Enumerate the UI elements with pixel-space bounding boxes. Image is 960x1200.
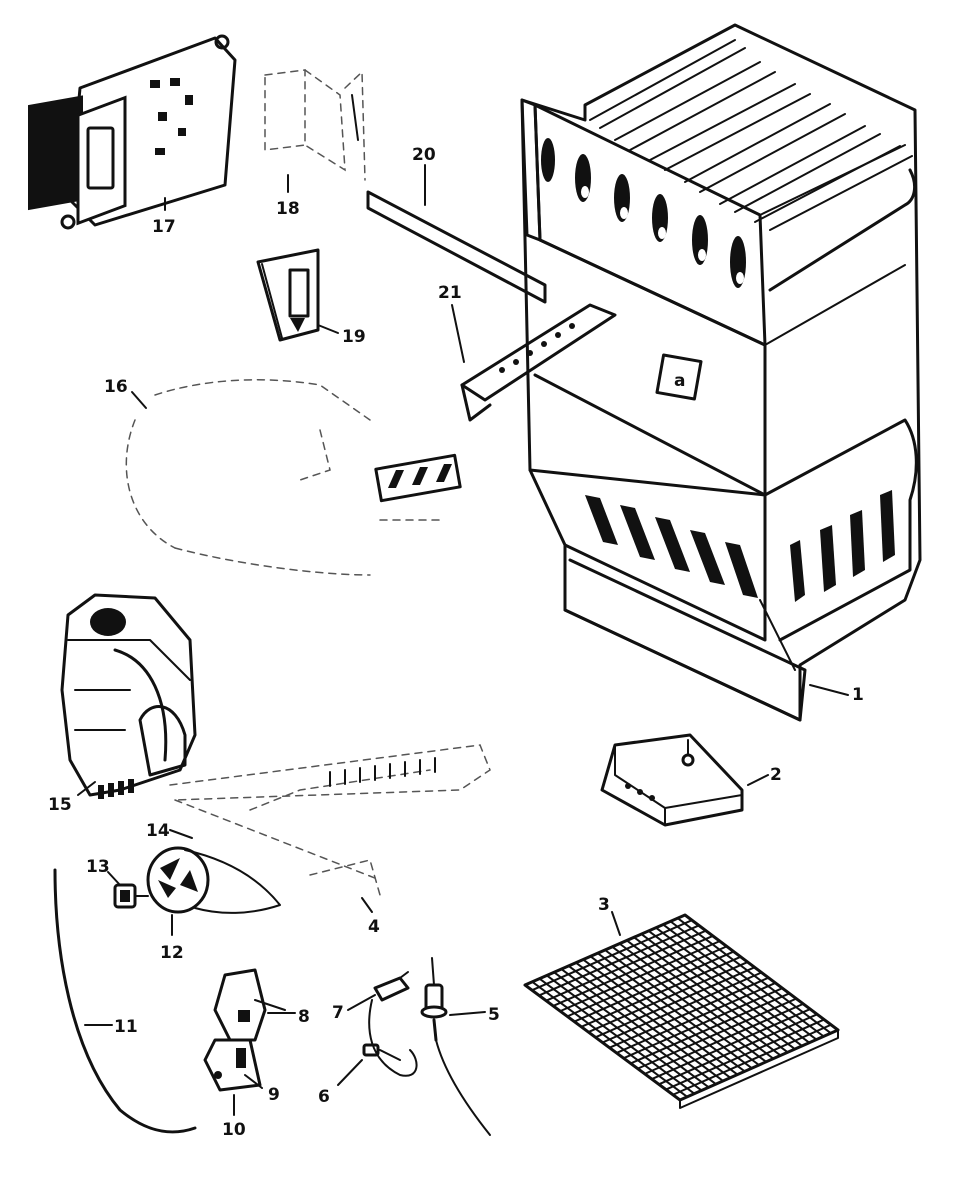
filter-mesh-line — [629, 992, 791, 1065]
svg-text:a: a — [674, 371, 685, 391]
filter-mesh-line — [625, 939, 782, 1057]
air-filter — [523, 913, 840, 1109]
label-part-20: 20 — [412, 145, 436, 165]
callout-part-21: 21 — [438, 283, 465, 363]
callout-part-3: 3 — [598, 895, 621, 936]
filter-mesh-line — [611, 945, 768, 1063]
filter-mesh-line — [608, 976, 770, 1049]
port-openings — [541, 138, 746, 288]
filter-mesh-line — [671, 1023, 833, 1096]
filter-mesh-line — [601, 971, 763, 1044]
label-part-3: 3 — [598, 895, 610, 915]
callout-part-5: 5 — [449, 1005, 500, 1025]
label-part-4: 4 — [368, 917, 380, 937]
label-part-5: 5 — [488, 1005, 500, 1025]
baffle-strip — [366, 190, 547, 304]
filter-mesh-line — [615, 981, 777, 1054]
filter-mesh-line — [633, 936, 789, 1054]
limit-switch — [256, 248, 320, 342]
burner-assembly — [169, 744, 491, 896]
label-part-9: 9 — [268, 1085, 280, 1105]
callout-part-10: 10 — [222, 1094, 246, 1140]
gas-valve-assembly — [203, 968, 286, 1092]
callout-part-16: 16 — [104, 377, 147, 409]
callout-part-20: 20 — [412, 145, 436, 206]
callout-part-4: 4 — [361, 897, 380, 937]
label-part-21: 21 — [438, 283, 462, 303]
callout-part-7: 7 — [332, 994, 376, 1023]
blower-motor-housing — [60, 593, 197, 799]
label-part-8: 8 — [298, 1007, 310, 1027]
filter-mesh-line — [669, 920, 825, 1038]
callout-part-13: 13 — [86, 857, 121, 886]
label-part-12: 12 — [160, 943, 184, 963]
label-part-15: 15 — [48, 795, 72, 815]
filter-mesh-line — [643, 1002, 805, 1075]
filter-mesh-line — [657, 1013, 819, 1086]
label-part-2: 2 — [770, 765, 782, 785]
side-vents — [790, 490, 895, 602]
callout-part-6: 6 — [318, 1059, 363, 1107]
relay-box — [264, 69, 366, 181]
label-part-13: 13 — [86, 857, 110, 877]
label-part-7: 7 — [332, 1003, 344, 1023]
label-part-18: 18 — [276, 199, 300, 219]
control-module — [600, 733, 744, 827]
callout-part-8: 8 — [267, 1007, 310, 1027]
label-part-6: 6 — [318, 1087, 330, 1107]
pipe-fitting — [113, 883, 149, 909]
callout-part-1: 1 — [809, 684, 864, 705]
callout-part-17: 17 — [152, 197, 176, 237]
filter-mesh-line — [676, 917, 832, 1035]
filter-mesh-line — [636, 997, 798, 1070]
callout-part-19: 19 — [317, 324, 366, 347]
burner-manifold — [460, 303, 617, 422]
filter-mesh-line — [640, 933, 796, 1051]
label-part-1: 1 — [852, 685, 864, 705]
gas-tube — [53, 868, 197, 1134]
igniter-probe — [420, 957, 491, 1136]
callout-part-15: 15 — [48, 781, 96, 815]
label-part-14: 14 — [146, 821, 170, 841]
label-part-10: 10 — [222, 1120, 246, 1140]
label-part-11: 11 — [114, 1017, 138, 1037]
filter-mesh-line — [622, 987, 784, 1060]
filter-mesh-line — [664, 1018, 826, 1091]
wire-harness — [362, 999, 418, 1077]
filter-mesh-line — [662, 923, 818, 1041]
callout-part-9: 9 — [244, 1074, 280, 1105]
flue-collector — [125, 379, 462, 576]
callout-part-11: 11 — [84, 1017, 138, 1037]
callout-part-14: 14 — [146, 821, 193, 841]
burner-louvres — [585, 495, 758, 598]
filter-mesh-line — [618, 942, 775, 1060]
transformer-board — [28, 34, 237, 230]
callout-part-18: 18 — [276, 174, 300, 219]
filter-mesh-line — [650, 1008, 812, 1081]
heat-exchanger-cabinet: a — [520, 23, 922, 722]
blower-wheel — [146, 846, 281, 914]
label-part-19: 19 — [342, 327, 366, 347]
label-part-17: 17 — [152, 217, 176, 237]
filter-mesh-line — [647, 929, 804, 1047]
callout-part-12: 12 — [160, 914, 184, 963]
callout-part-2: 2 — [747, 765, 782, 786]
label-part-16: 16 — [104, 377, 128, 397]
flame-sensor — [373, 971, 410, 1002]
filter-mesh-line — [654, 926, 811, 1044]
